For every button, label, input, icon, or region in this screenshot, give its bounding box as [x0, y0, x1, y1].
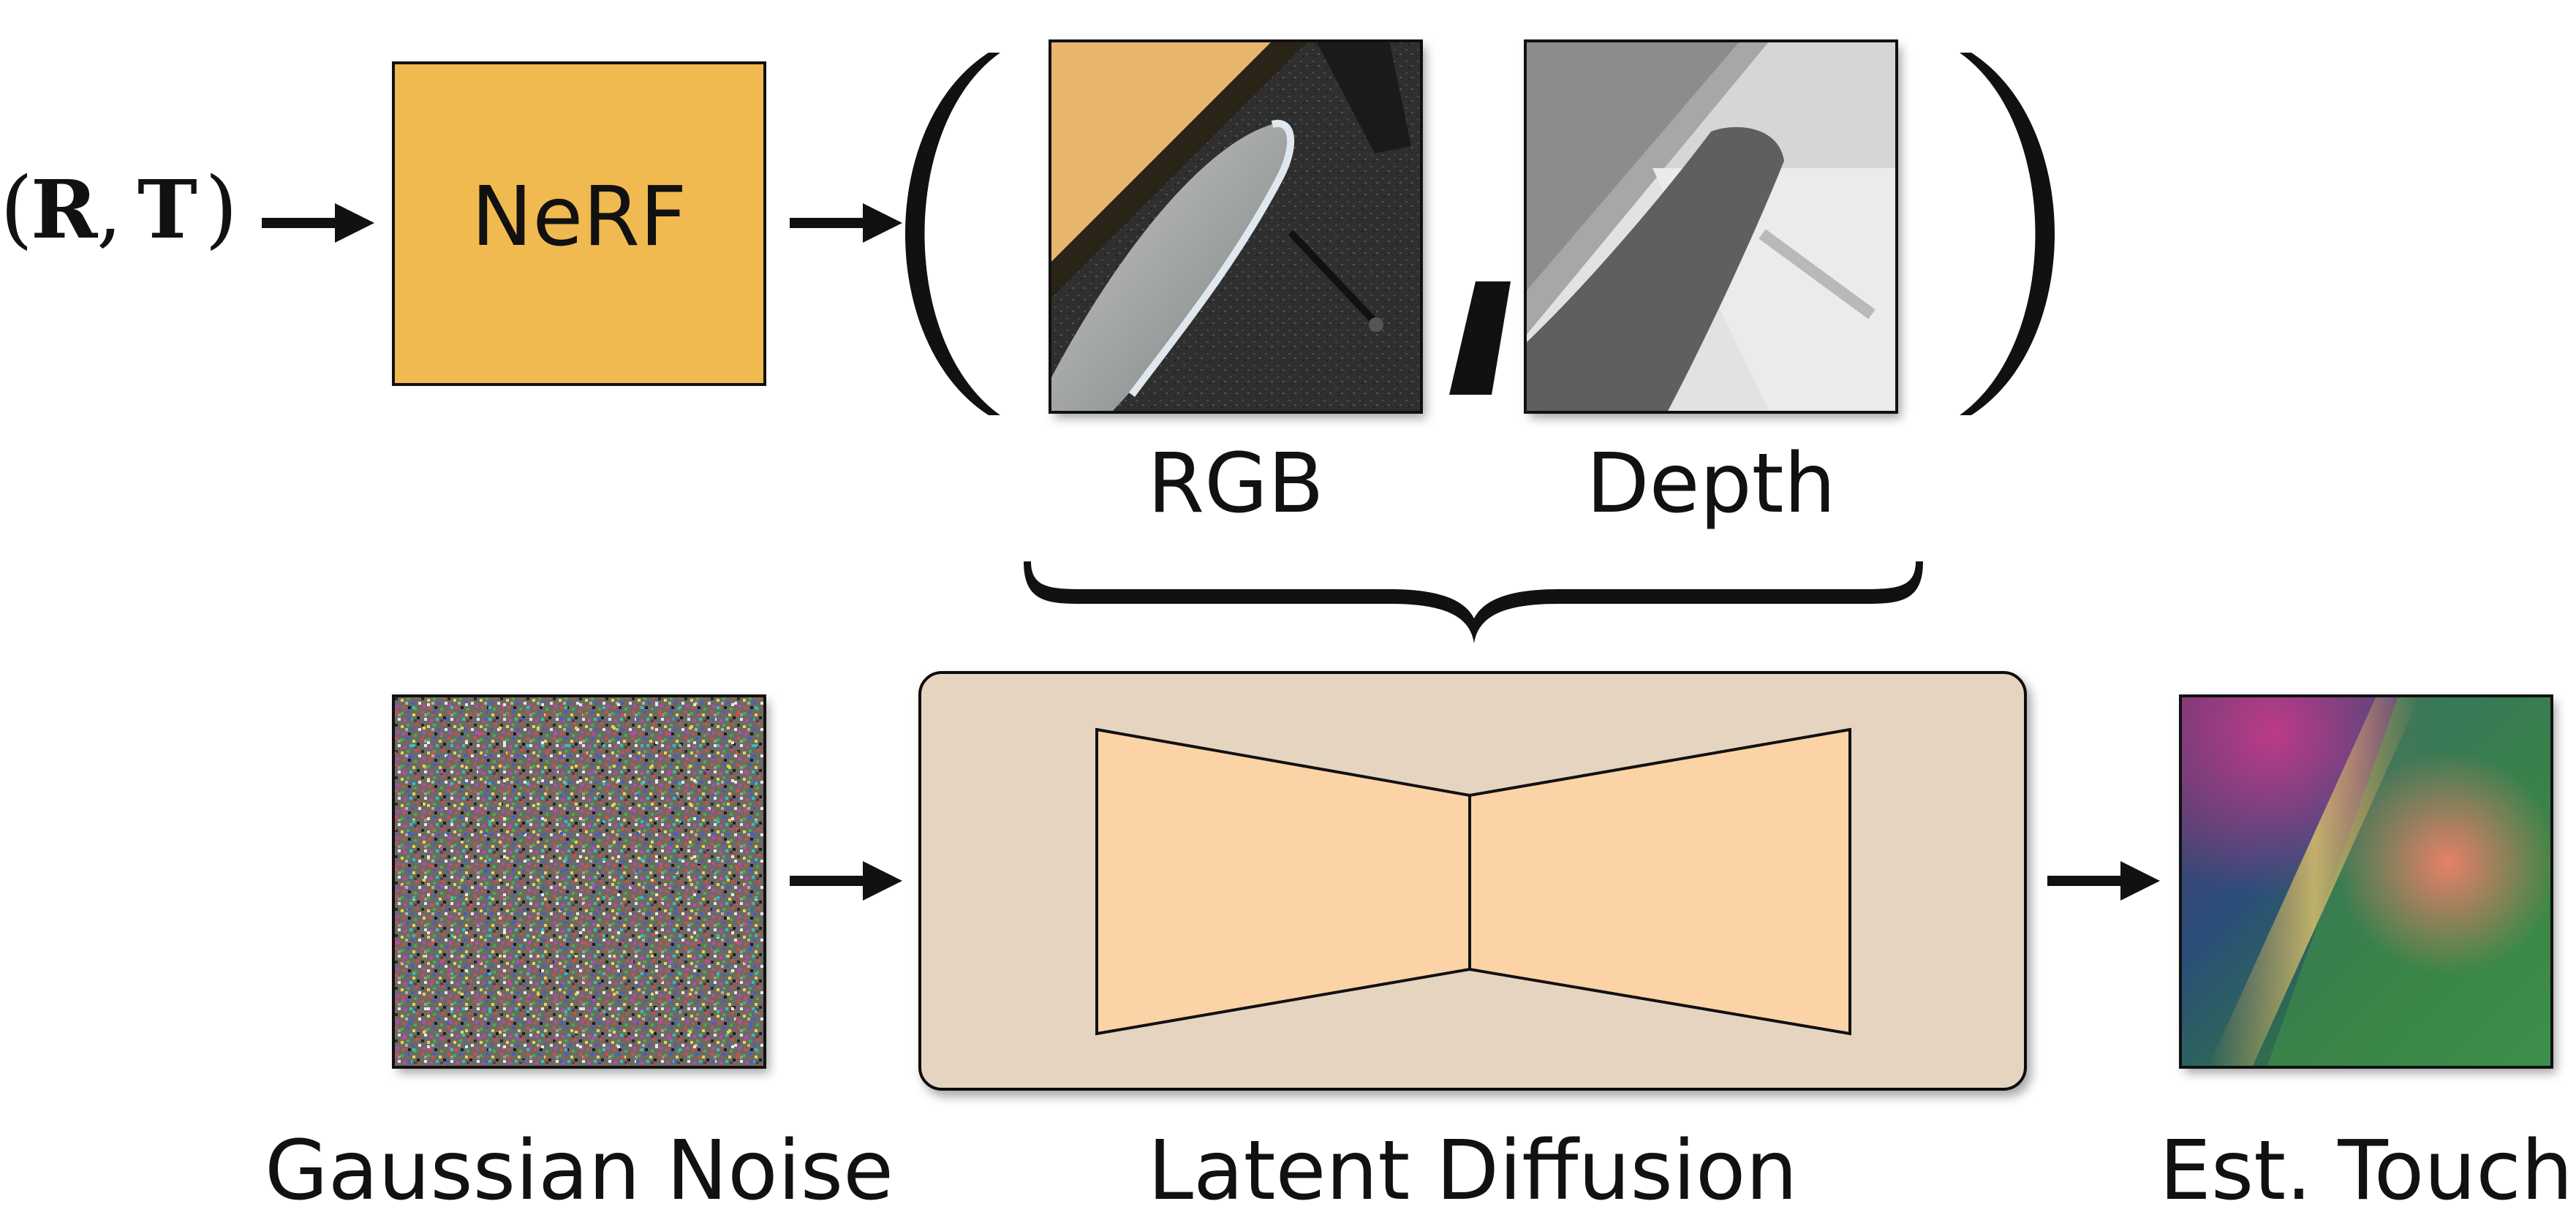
noise-border	[392, 694, 766, 1069]
depth-label: Depth	[1586, 436, 1835, 531]
rgb-image-content	[1049, 39, 1423, 414]
est-touch-label: Est. Touch	[2159, 1124, 2573, 1219]
arrow-nerf-to-views	[790, 203, 902, 243]
noise-overlay	[393, 696, 765, 1067]
translation-symbol: T	[137, 162, 197, 257]
tuple-close-paren	[1960, 53, 2055, 415]
pose-open-paren: (	[0, 159, 33, 258]
pose-input: ( R , T )	[0, 159, 238, 258]
latent-diffusion-block	[918, 671, 2027, 1091]
depth-image-content	[1524, 39, 1898, 414]
nerf-block: NeRF	[392, 61, 766, 386]
tuple-open-paren	[905, 53, 1000, 415]
conditioning-brace	[1024, 561, 1923, 643]
pose-close-paren: )	[205, 159, 238, 258]
tuple-comma	[1449, 281, 1511, 395]
gaussian-noise-label: Gaussian Noise	[265, 1124, 894, 1219]
latent-diffusion-label: Latent Diffusion	[1148, 1124, 1798, 1219]
rotation-symbol: R	[31, 162, 99, 257]
nerf-label: NeRF	[472, 170, 687, 265]
arrow-pose-to-nerf	[262, 203, 374, 243]
arrow-noise-to-diffusion	[790, 861, 902, 901]
pose-comma: ,	[97, 163, 122, 257]
touch-image-content	[2179, 694, 2553, 1069]
rgb-label: RGB	[1147, 436, 1323, 531]
arrow-diffusion-to-touch	[2047, 861, 2160, 901]
unet-decoder	[1468, 727, 1851, 1036]
